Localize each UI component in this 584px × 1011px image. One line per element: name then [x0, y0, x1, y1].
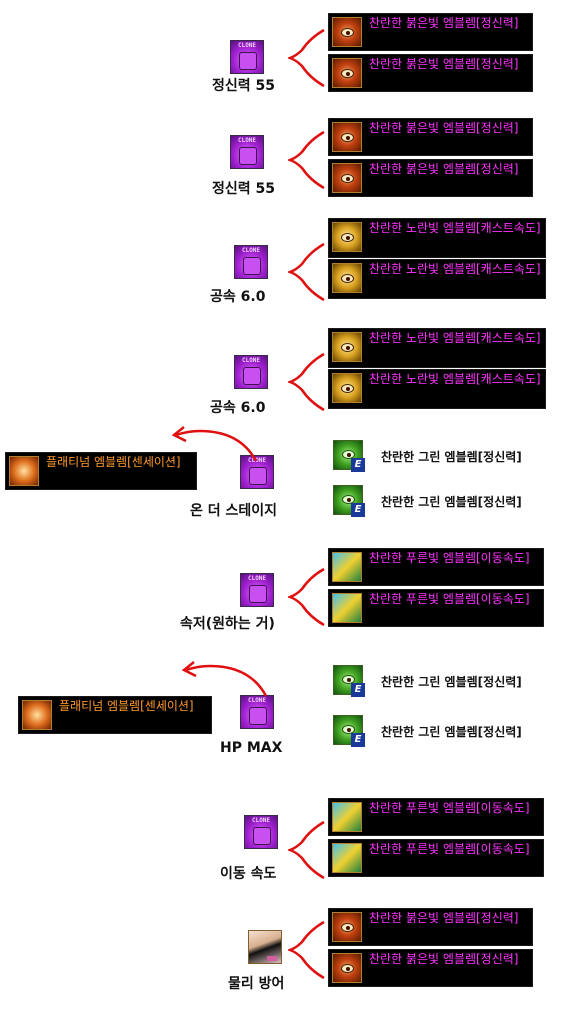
clone-avatar-icon	[234, 355, 268, 389]
emblem-item[interactable]: 찬란한 노란빛 엠블렘[캐스트속도]	[328, 218, 546, 258]
emblem-name: 찬란한 그린 엠블렘[정신력]	[381, 675, 522, 689]
red-emblem-icon	[332, 912, 362, 942]
emblem-group: 속저(원하는 거) 찬란한 푸른빛 엠블렘[이동속도] 찬란한 푸른빛 엠블렘[이동…	[0, 545, 584, 645]
emblem-name: 찬란한 푸른빛 엠블렘[이동속도]	[369, 551, 530, 565]
avatar-caption: 정신력 55	[212, 78, 275, 94]
clone-avatar-icon	[240, 695, 274, 729]
emblem-item[interactable]: 찬란한 붉은빛 엠블렘[정신력]	[328, 908, 533, 946]
bracket-annotation	[288, 352, 325, 412]
bracket-annotation	[288, 820, 325, 880]
bracket-annotation	[288, 130, 325, 190]
emblem-item[interactable]: 찬란한 푸른빛 엠블렘[이동속도]	[328, 589, 544, 627]
e-badge-icon: E	[351, 458, 365, 472]
emblem-name: 찬란한 노란빛 엠블렘[캐스트속도]	[369, 262, 541, 276]
emblem-group: HP MAX E 찬란한 그린 엠블렘[정신력] E 찬란한 그린 엠블렘[정신력] 플래…	[0, 660, 584, 760]
emblem-item[interactable]: E 찬란한 그린 엠블렘[정신력]	[333, 440, 543, 476]
avatar-portrait-icon	[248, 930, 282, 964]
emblem-group: 이동 속도 찬란한 푸른빛 엠블렘[이동속도] 찬란한 푸른빛 엠블렘[이동속도]	[0, 795, 584, 895]
yellow-emblem-icon	[332, 332, 362, 362]
yellow-emblem-icon	[332, 373, 362, 403]
emblem-item[interactable]: 찬란한 노란빛 엠블렘[캐스트속도]	[328, 259, 546, 299]
emblem-name: 찬란한 붉은빛 엠블렘[정신력]	[369, 121, 519, 135]
emblem-item[interactable]: 찬란한 붉은빛 엠블렘[정신력]	[328, 13, 533, 51]
red-emblem-icon	[332, 17, 362, 47]
emblem-name: 찬란한 노란빛 엠블렘[캐스트속도]	[369, 331, 541, 345]
avatar-caption: 물리 방어	[228, 976, 285, 992]
e-badge-icon: E	[351, 733, 365, 747]
emblem-item[interactable]: 찬란한 붉은빛 엠블렘[정신력]	[328, 118, 533, 156]
emblem-group: 공속 6.0 찬란한 노란빛 엠블렘[캐스트속도] 찬란한 노란빛 엠블렘[캐스트속…	[0, 325, 584, 425]
red-emblem-icon	[332, 163, 362, 193]
bracket-annotation	[288, 242, 325, 302]
emblem-name: 찬란한 붉은빛 엠블렘[정신력]	[369, 952, 519, 966]
emblem-name: 찬란한 붉은빛 엠블렘[정신력]	[369, 57, 519, 71]
emblem-name: 플래티넘 엠블렘[센세이션]	[59, 699, 194, 713]
clone-avatar-icon	[244, 815, 278, 849]
emblem-name: 찬란한 노란빛 엠블렘[캐스트속도]	[369, 372, 541, 386]
emblem-group: 물리 방어 찬란한 붉은빛 엠블렘[정신력] 찬란한 붉은빛 엠블렘[정신력]	[0, 905, 584, 1005]
bracket-annotation	[288, 28, 325, 88]
emblem-name: 찬란한 붉은빛 엠블렘[정신력]	[369, 16, 519, 30]
avatar-caption: HP MAX	[220, 740, 283, 756]
emblem-name: 찬란한 그린 엠블렘[정신력]	[381, 725, 522, 739]
emblem-item[interactable]: 찬란한 푸른빛 엠블렘[이동속도]	[328, 548, 544, 586]
emblem-item[interactable]: E 찬란한 그린 엠블렘[정신력]	[333, 665, 543, 701]
clone-avatar-icon	[230, 40, 264, 74]
emblem-name: 찬란한 푸른빛 엠블렘[이동속도]	[369, 842, 530, 856]
platinum-emblem-icon	[22, 700, 52, 730]
emblem-item[interactable]: E 찬란한 그린 엠블렘[정신력]	[333, 715, 543, 751]
emblem-name: 찬란한 그린 엠블렘[정신력]	[381, 450, 522, 464]
clone-avatar-icon	[240, 573, 274, 607]
emblem-name: 찬란한 그린 엠블렘[정신력]	[381, 495, 522, 509]
yellow-emblem-icon	[332, 263, 362, 293]
clone-avatar-icon	[234, 245, 268, 279]
avatar-caption: 공속 6.0	[210, 400, 266, 416]
emblem-group: 정신력 55 찬란한 붉은빛 엠블렘[정신력] 찬란한 붉은빛 엠블렘[정신력]	[0, 10, 584, 110]
emblem-name: 찬란한 푸른빛 엠블렘[이동속도]	[369, 592, 530, 606]
red-emblem-icon	[332, 122, 362, 152]
bracket-annotation	[288, 567, 325, 627]
avatar-caption: 온 더 스테이지	[190, 503, 278, 519]
emblem-item[interactable]: E 찬란한 그린 엠블렘[정신력]	[333, 485, 543, 521]
emblem-name: 플래티넘 엠블렘[센세이션]	[46, 455, 181, 469]
clone-avatar-icon	[240, 455, 274, 489]
arrow-annotation	[171, 426, 258, 462]
emblem-item[interactable]: 찬란한 노란빛 엠블렘[캐스트속도]	[328, 369, 546, 409]
emblem-item[interactable]: 찬란한 푸른빛 엠블렘[이동속도]	[328, 798, 544, 836]
emblem-name: 찬란한 붉은빛 엠블렘[정신력]	[369, 162, 519, 176]
emblem-group: 정신력 55 찬란한 붉은빛 엠블렘[정신력] 찬란한 붉은빛 엠블렘[정신력]	[0, 115, 584, 215]
emblem-name: 찬란한 노란빛 엠블렘[캐스트속도]	[369, 221, 541, 235]
e-badge-icon: E	[351, 503, 365, 517]
blue-emblem-icon	[332, 843, 362, 873]
emblem-name: 찬란한 푸른빛 엠블렘[이동속도]	[369, 801, 530, 815]
emblem-item[interactable]: 찬란한 붉은빛 엠블렘[정신력]	[328, 159, 533, 197]
arrow-annotation	[181, 661, 268, 697]
bracket-annotation	[288, 920, 325, 980]
platinum-emblem-icon	[9, 456, 39, 486]
emblem-item[interactable]: 찬란한 붉은빛 엠블렘[정신력]	[328, 54, 533, 92]
avatar-caption: 정신력 55	[212, 181, 275, 197]
blue-emblem-icon	[332, 802, 362, 832]
clone-avatar-icon	[230, 135, 264, 169]
emblem-name: 찬란한 붉은빛 엠블렘[정신력]	[369, 911, 519, 925]
emblem-group: 공속 6.0 찬란한 노란빛 엠블렘[캐스트속도] 찬란한 노란빛 엠블렘[캐스트속…	[0, 215, 584, 315]
emblem-item[interactable]: 찬란한 노란빛 엠블렘[캐스트속도]	[328, 328, 546, 368]
avatar-caption: 속저(원하는 거)	[180, 616, 275, 632]
red-emblem-icon	[332, 953, 362, 983]
e-badge-icon: E	[351, 683, 365, 697]
emblem-item[interactable]: 찬란한 붉은빛 엠블렘[정신력]	[328, 949, 533, 987]
avatar-caption: 공속 6.0	[210, 289, 266, 305]
red-emblem-icon	[332, 58, 362, 88]
emblem-group: 온 더 스테이지 E 찬란한 그린 엠블렘[정신력] E 찬란한 그린 엠블렘[정신력]…	[0, 426, 584, 540]
emblem-item[interactable]: 찬란한 푸른빛 엠블렘[이동속도]	[328, 839, 544, 877]
blue-emblem-icon	[332, 552, 362, 582]
blue-emblem-icon	[332, 593, 362, 623]
platinum-emblem[interactable]: 플래티넘 엠블렘[센세이션]	[18, 696, 212, 734]
platinum-emblem[interactable]: 플래티넘 엠블렘[센세이션]	[5, 452, 197, 490]
yellow-emblem-icon	[332, 222, 362, 252]
avatar-caption: 이동 속도	[220, 866, 277, 882]
